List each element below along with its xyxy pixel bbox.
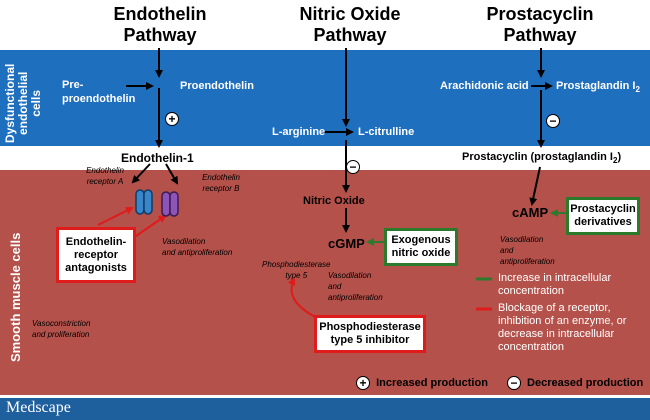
- l-citrulline-label: L-citrulline: [358, 126, 415, 138]
- receptor-b-line2: receptor B: [202, 184, 240, 193]
- prostaglandin-label: Prostaglandin I2: [556, 80, 640, 94]
- antagonists-line1: Endothelin-: [65, 235, 127, 248]
- nitric-title-line2: Pathway: [313, 25, 387, 45]
- phosphodiesterase-type5-label: Phosphodiesterase type 5: [262, 259, 331, 281]
- prostacyclin-title-line2: Pathway: [503, 25, 577, 45]
- prostacyclin-title-line1: Prostacyclin: [486, 4, 594, 24]
- arrow-prostacyclin-to-camp: [529, 166, 541, 206]
- red-arrow-to-receptor-a: [97, 207, 134, 226]
- legend-red-line1: Blockage of a receptor,: [498, 302, 611, 314]
- pre-line2: proendothelin: [62, 93, 136, 105]
- legend-green-line2: concentration: [498, 285, 565, 297]
- decreased-production-marker-nitric: −: [346, 158, 360, 176]
- plus-icon: +: [165, 111, 179, 126]
- prostaglandin-sub: 2: [635, 85, 640, 95]
- endothelin-receptor-antagonists-box: Endothelin- receptor antagonists: [56, 227, 136, 283]
- minus-icon: −: [506, 376, 521, 390]
- prostacyclin-close: ): [617, 151, 622, 163]
- arachidonic-acid-label: Arachidonic acid: [440, 80, 529, 92]
- antagonists-line3: antagonists: [65, 261, 127, 274]
- red-arrow-to-phosphodiesterase: [287, 277, 318, 319]
- nitric-oxide-label: Nitric Oxide: [303, 195, 365, 207]
- endothelin-title-line1: Endothelin: [113, 4, 207, 24]
- key-increased-label: Increased production: [376, 376, 488, 389]
- legend-red-line3: decrease in intracellular: [498, 328, 615, 340]
- vaso-anti-3-line2: and: [500, 246, 514, 255]
- arrow-endothelin1-to-receptor-b: [165, 163, 179, 185]
- vaso-anti-2-line1: Vasodilation: [328, 271, 372, 280]
- phosphodiesterase-type5-inhibitor-box: Phosphodiesterase type 5 inhibitor: [314, 315, 426, 353]
- prostacyclin-pathway-title: Prostacyclin Pathway: [470, 4, 610, 46]
- nitric-oxide-pathway-title: Nitric Oxide Pathway: [280, 4, 420, 46]
- vasoconstriction-proliferation-label: Vasoconstriction and proliferation: [32, 318, 90, 340]
- legend-red-text: Blockage of a receptor, inhibition of an…: [498, 302, 626, 354]
- receptor-b-label: Endothelin receptor B: [190, 172, 252, 194]
- l-arginine-label: L-arginine: [272, 126, 326, 138]
- endothelin-title-line2: Pathway: [123, 25, 197, 45]
- decreased-production-marker-prostaglandin: −: [546, 112, 560, 130]
- vasoconstriction-line1: Vasoconstriction: [32, 319, 91, 328]
- legend-red-line2: inhibition of an enzyme, or: [498, 315, 627, 327]
- antagonists-line2: receptor: [73, 248, 118, 261]
- prostacyclin-deriv-line2: derivatives: [574, 216, 632, 228]
- prostacyclin-deriv-line1: Prostacyclin: [570, 203, 636, 215]
- nitric-title-line1: Nitric Oxide: [299, 4, 401, 24]
- legend-green-text: Increase in intracellular concentration: [498, 272, 611, 298]
- vaso-anti-3-line1: Vasodilation: [500, 235, 544, 244]
- camp-label: cAMP: [512, 205, 549, 220]
- pre-line1: Pre-: [62, 79, 84, 91]
- prostacyclin-derivatives-box: Prostacyclin derivatives: [566, 197, 640, 235]
- prostacyclin-sub: 2: [612, 156, 618, 166]
- key-decreased-label: Decreased production: [527, 376, 644, 389]
- receptor-a-line2: receptor A: [86, 177, 124, 186]
- minus-icon: −: [546, 113, 560, 128]
- prostaglandin-text: Prostaglandin I: [556, 80, 636, 92]
- exogenous-nitric-oxide-box: Exogenous nitric oxide: [384, 228, 458, 266]
- proendothelin-label: Proendothelin: [180, 80, 254, 92]
- footer-bar: [0, 398, 650, 420]
- pde-line1: Phosphodiesterase: [262, 260, 331, 269]
- endothelin-receptor-a-icon: [135, 189, 153, 215]
- endothelin-1-label: Endothelin-1: [121, 151, 194, 165]
- pre-proendothelin-label: Pre- proendothelin: [62, 78, 135, 106]
- receptor-b-line1: Endothelin: [202, 173, 240, 182]
- exogenous-line2: nitric oxide: [391, 247, 451, 259]
- vasoconstriction-line2: and proliferation: [32, 330, 90, 339]
- vasodilation-antiproliferation-endothelin: Vasodilation and antiproliferation: [162, 236, 232, 258]
- endothelin-receptor-b-icon: [161, 191, 179, 217]
- cgmp-label: cGMP: [328, 236, 365, 251]
- plus-icon: +: [356, 376, 370, 390]
- increased-production-marker: +: [165, 110, 179, 128]
- pde-inhibitor-line2: type 5 inhibitor: [330, 334, 410, 346]
- vaso-anti-2-line2: and: [328, 282, 342, 291]
- minus-icon: −: [346, 159, 360, 174]
- red-arrow-to-receptor-b: [135, 214, 167, 237]
- vaso-anti-2-line3: antiproliferation: [328, 293, 383, 302]
- vasodilation-antiproliferation-prostacyclin: Vasodilation and antiproliferation: [500, 234, 555, 267]
- endothelin-pathway-title: Endothelin Pathway: [100, 4, 220, 46]
- vaso-anti-1-line2: and antiproliferation: [162, 248, 233, 257]
- legend-green-line1: Increase in intracellular: [498, 272, 612, 284]
- exogenous-line1: Exogenous: [391, 234, 451, 246]
- receptor-a-label: Endothelin receptor A: [70, 165, 140, 187]
- prostacyclin-text: Prostacyclin (prostaglandin I: [462, 151, 613, 163]
- pde-line2: type 5: [285, 271, 308, 280]
- production-key: + Increased production − Decreased produ…: [356, 376, 643, 390]
- medscape-logo: Medscape: [6, 399, 71, 416]
- pde-inhibitor-line1: Phosphodiesterase: [319, 321, 421, 333]
- vaso-anti-3-line3: antiproliferation: [500, 257, 555, 266]
- prostacyclin-label: Prostacyclin (prostaglandin I2): [462, 151, 621, 165]
- arrow-endothelin1-to-receptor-a: [131, 163, 151, 184]
- legend-red-line4: concentration: [498, 341, 565, 353]
- vasodilation-antiproliferation-nitric: Vasodilation and antiproliferation: [328, 270, 383, 303]
- receptor-a-line1: Endothelin: [86, 166, 124, 175]
- vaso-anti-1-line1: Vasodilation: [162, 237, 206, 246]
